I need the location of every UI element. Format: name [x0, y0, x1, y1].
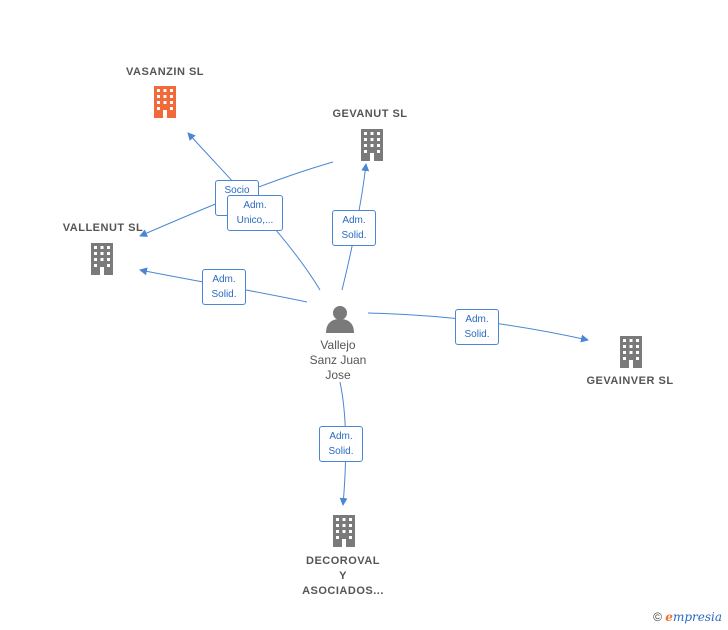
edge-label-line: Socio: [224, 185, 250, 196]
edges: [139, 132, 589, 506]
edge-label-vallenut[interactable]: Adm. Solid.: [202, 269, 246, 305]
copyright-icon: ©: [653, 610, 662, 624]
company-label-decoroval[interactable]: DECOROVAL Y ASOCIADOS...: [283, 554, 403, 599]
company-label-line: ASOCIADOS...: [302, 585, 384, 597]
building-icon: [154, 86, 176, 118]
building-icon: [333, 515, 355, 547]
edge-label-adm-unico[interactable]: Adm. Unico,...: [227, 195, 283, 231]
person-label[interactable]: Vallejo Sanz Juan Jose: [293, 338, 383, 383]
person-label-line: Sanz Juan: [309, 353, 367, 367]
edge-label-line: Adm.: [329, 431, 353, 442]
building-icon: [91, 243, 113, 275]
person-icon: [326, 306, 354, 333]
company-label-line: Y: [339, 570, 347, 582]
footer-brand: © empresia: [653, 610, 722, 624]
edge-label-line: Solid.: [328, 446, 354, 457]
edge-label-line: Solid.: [211, 289, 237, 300]
company-label-line: DECOROVAL: [306, 555, 380, 567]
building-icon: [361, 129, 383, 161]
person-label-line: Vallejo: [320, 338, 356, 352]
company-label-vasanzin[interactable]: VASANZIN SL: [125, 66, 205, 78]
edge-label-line: Solid.: [341, 230, 367, 241]
edge-label-line: Adm.: [465, 314, 489, 325]
edge-label-line: Unico,...: [236, 215, 274, 226]
edge-label-line: Adm.: [342, 215, 366, 226]
edge-label-gevanut[interactable]: Adm. Solid.: [332, 210, 376, 246]
brand-logo-letter: e: [665, 610, 673, 624]
edge-label-gevainver[interactable]: Adm. Solid.: [455, 309, 499, 345]
company-label-vallenut[interactable]: VALLENUT SL: [62, 222, 144, 234]
brand-name: mpresia: [672, 610, 722, 624]
person-label-line: Jose: [325, 368, 351, 382]
edge-label-decoroval[interactable]: Adm. Solid.: [319, 426, 363, 462]
building-icon: [620, 336, 642, 368]
company-label-gevainver[interactable]: GEVAINVER SL: [586, 375, 674, 387]
edge-label-line: Adm.: [212, 274, 236, 285]
company-label-gevanut[interactable]: GEVANUT SL: [332, 108, 408, 120]
edge-label-line: Solid.: [464, 329, 490, 340]
edge-label-line: Adm.: [243, 200, 267, 211]
